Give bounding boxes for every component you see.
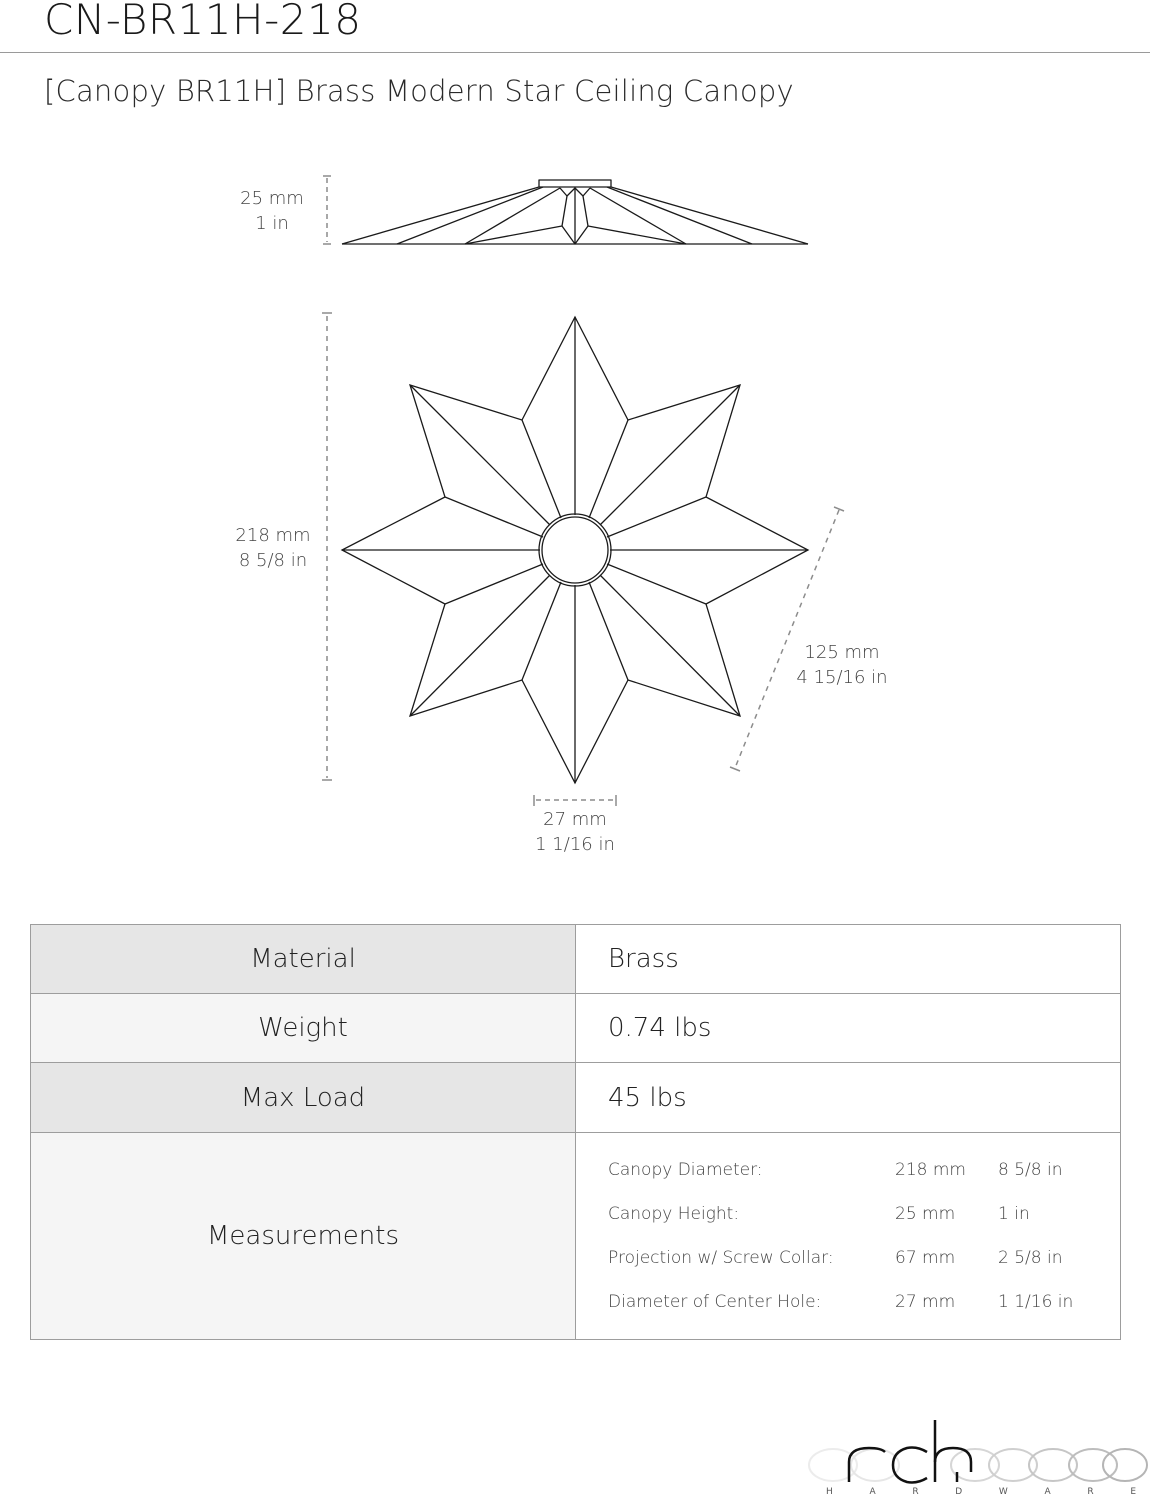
star-top-view [340, 315, 810, 785]
spec-label: Max Load [30, 1062, 576, 1133]
spec-label: Weight [30, 993, 576, 1063]
table-row-max-load: Max Load 45 lbs [30, 1062, 1121, 1133]
header-divider [0, 52, 1150, 53]
measurement-row: Canopy Diameter: 218 mm 8 5/8 in [608, 1160, 1063, 1180]
table-row-measurements: Measurements Canopy Diameter: 218 mm 8 5… [30, 1132, 1121, 1340]
logo-rch-glyphs [847, 1420, 973, 1484]
diameter-dimension-label: 218 mm 8 5/8 in [235, 525, 311, 571]
product-code-title: CN-BR11H-218 [44, 0, 362, 44]
measurement-row: Diameter of Center Hole: 27 mm 1 1/16 in [608, 1292, 1074, 1312]
height-dimension-label: 25 mm 1 in [240, 188, 304, 234]
spec-table: Material Brass Weight 0.74 lbs Max Load … [30, 924, 1121, 1340]
measurement-row: Canopy Height: 25 mm 1 in [608, 1204, 1030, 1224]
center-hole-dimension-line [533, 795, 617, 806]
spec-value: Brass [575, 924, 1121, 994]
height-dimension-line [323, 175, 331, 245]
side-view-drawing [341, 179, 809, 245]
point-span-dimension-label: 125 mm 4 15/16 in [796, 642, 888, 688]
point-span-dimension-line [729, 506, 845, 772]
measurements-list: Canopy Diameter: 218 mm 8 5/8 in Canopy … [608, 1148, 1073, 1324]
measurement-row: Projection w/ Screw Collar: 67 mm 2 5/8 … [608, 1248, 1063, 1268]
spec-value: 45 lbs [575, 1062, 1121, 1133]
diameter-dimension-line [322, 312, 332, 781]
product-title: [Canopy BR11H] Brass Modern Star Ceiling… [44, 74, 794, 108]
spec-value: 0.74 lbs [575, 993, 1121, 1063]
spec-label: Measurements [30, 1132, 576, 1340]
brand-tagline: H A R D W A R E [826, 1487, 1136, 1497]
brand-logo [808, 1420, 1148, 1484]
measurements-cell: Canopy Diameter: 218 mm 8 5/8 in Canopy … [575, 1132, 1121, 1340]
table-row-weight: Weight 0.74 lbs [30, 993, 1121, 1063]
table-row-material: Material Brass [30, 924, 1121, 994]
center-hole-dimension-label: 27 mm 1 1/16 in [535, 809, 615, 855]
technical-drawing [322, 175, 845, 806]
spec-label: Material [30, 924, 576, 994]
